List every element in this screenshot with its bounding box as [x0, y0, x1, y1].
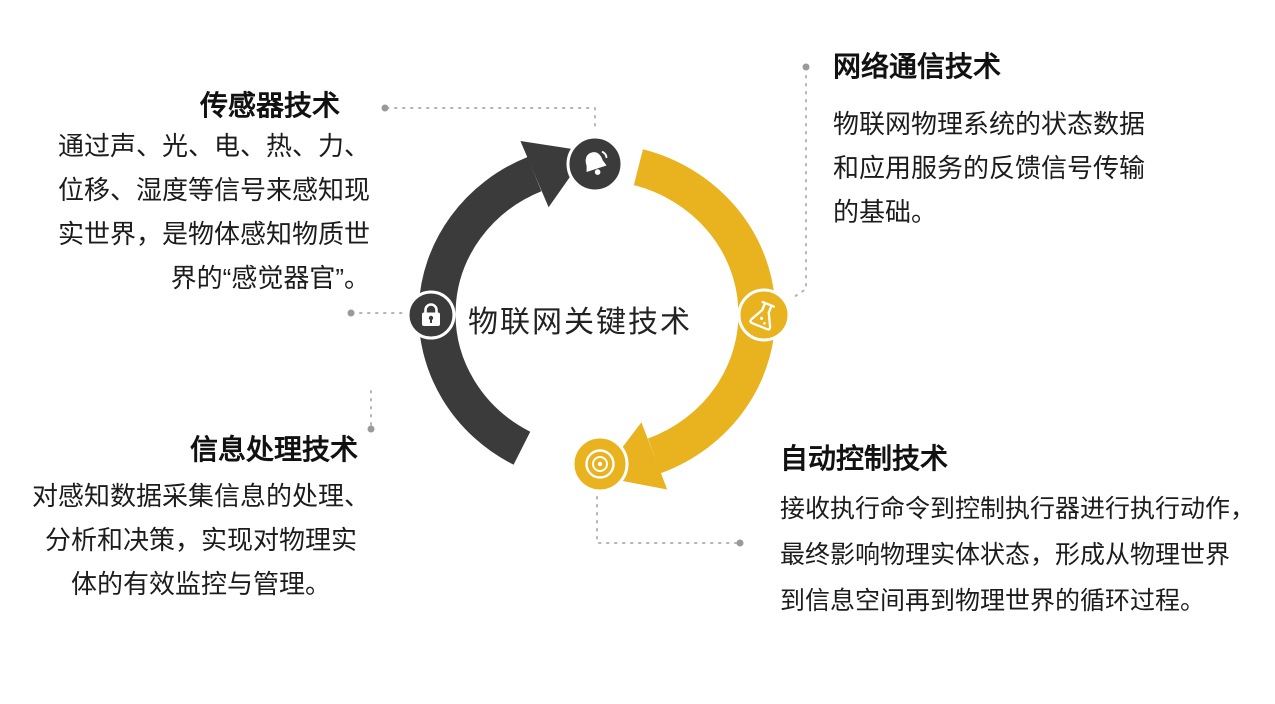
lock-icon: [406, 290, 456, 340]
connector-lines: [351, 67, 807, 544]
info-processing-heading: 信息处理技术: [190, 434, 359, 465]
connector-dot: [736, 539, 744, 547]
connector-network: [790, 67, 807, 300]
connector-sensor: [386, 107, 596, 133]
auto-control-description: 接收执行命令到控制执行器进行执行动作， 最终影响物理实体状态，形成从物理世界 到…: [780, 495, 1256, 615]
diagram-title: 物联网关键技术: [468, 306, 692, 339]
target-icon: [571, 435, 629, 493]
connector-dots: [347, 63, 810, 547]
network-tech-description: 物联网物理系统的状态数据 和应用服务的反馈信号传输 的基础。: [833, 109, 1146, 227]
sensor-tech-description: 通过声、光、电、热、力、 位移、湿度等信号来感知现 实世界，是物体感知物质世 界…: [57, 131, 370, 293]
flask-icon: [737, 288, 791, 342]
connector-dot: [381, 104, 389, 112]
network-tech-heading: 网络通信技术: [833, 51, 1002, 82]
auto-control-heading: 自动控制技术: [780, 443, 949, 474]
info-processing-description: 对感知数据采集信息的处理、 分析和决策，实现对物理实 体的有效监控与管理。: [31, 481, 370, 599]
sensor-tech-heading: 传感器技术: [200, 90, 341, 121]
bell-icon: [566, 135, 624, 193]
connector-dot: [802, 63, 810, 71]
connector-dot: [367, 425, 375, 433]
connector-dot: [347, 309, 355, 317]
connector-auto: [596, 496, 738, 544]
